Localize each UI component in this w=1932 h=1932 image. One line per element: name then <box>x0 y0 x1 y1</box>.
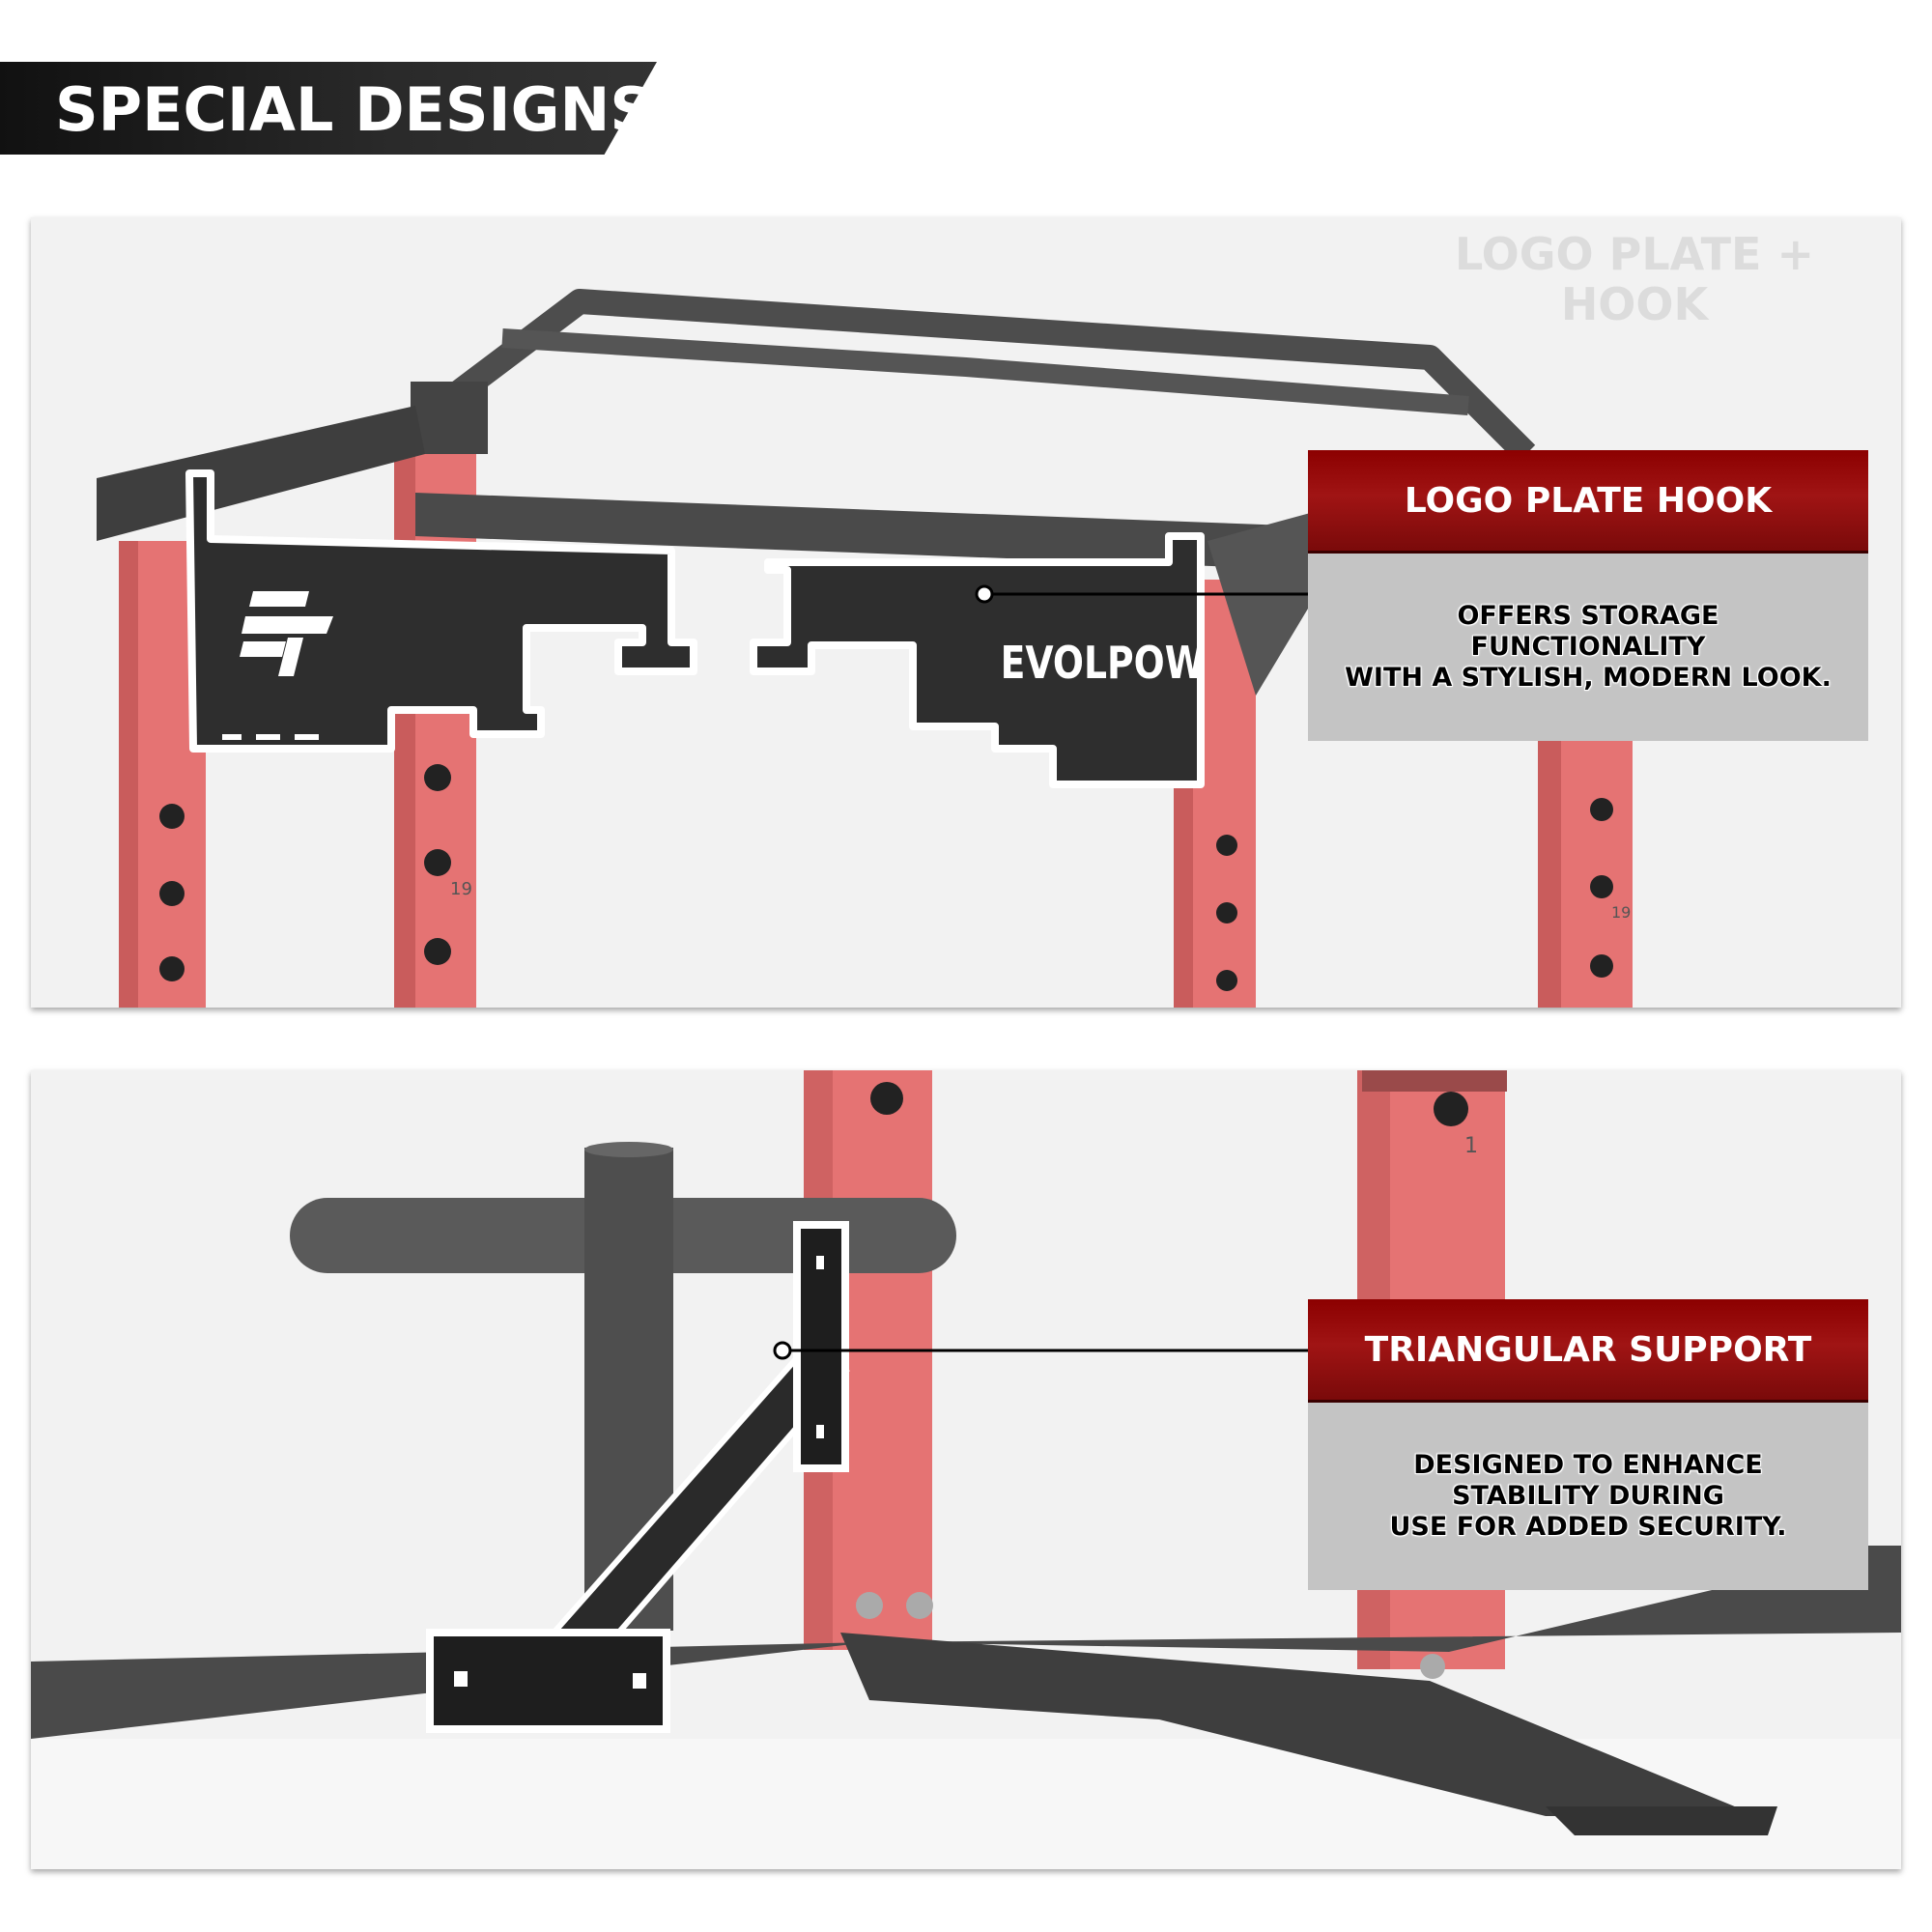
callout-title: TRIANGULAR SUPPORT <box>1308 1299 1868 1403</box>
rack-top-illustration: 19 19 EVOLPOW <box>97 289 1633 1008</box>
callout-line: USE FOR ADDED SECURITY. <box>1389 1512 1787 1542</box>
hole-number: 19 <box>1611 903 1631 922</box>
connector-dot <box>975 584 994 604</box>
callout-title: LOGO PLATE HOOK <box>1308 450 1868 554</box>
triangular-support-callout: TRIANGULAR SUPPORT DESIGNED TO ENHANCE S… <box>1308 1299 1868 1590</box>
callout-description: DESIGNED TO ENHANCE STABILITY DURING USE… <box>1308 1403 1868 1590</box>
plate-brand-text: EVOLPOW <box>1001 637 1206 689</box>
right-logo-plate <box>750 532 1205 788</box>
connector-dot <box>773 1341 792 1360</box>
page-title: SPECIAL DESIGNS <box>55 74 654 145</box>
ep-logo-icon <box>240 591 333 676</box>
callout-line: WITH A STYLISH, MODERN LOOK. <box>1345 663 1832 693</box>
callout-line: STABILITY DURING <box>1452 1481 1724 1511</box>
logo-plate-hook-callout: LOGO PLATE HOOK OFFERS STORAGE FUNCTIONA… <box>1308 450 1868 741</box>
left-logo-plate <box>185 469 697 753</box>
title-banner <box>0 62 657 155</box>
watermark-text: LOGO PLATE + HOOK <box>1454 228 1815 330</box>
hole-number: 19 <box>450 879 472 899</box>
callout-line: FUNCTIONALITY <box>1470 632 1706 662</box>
callout-line: OFFERS STORAGE <box>1457 601 1719 631</box>
callout-line: DESIGNED TO ENHANCE <box>1413 1450 1763 1480</box>
bracket-base-plate <box>426 1629 670 1733</box>
callout-description: OFFERS STORAGE FUNCTIONALITY WITH A STYL… <box>1308 554 1868 741</box>
hole-number: 1 <box>1464 1134 1478 1158</box>
